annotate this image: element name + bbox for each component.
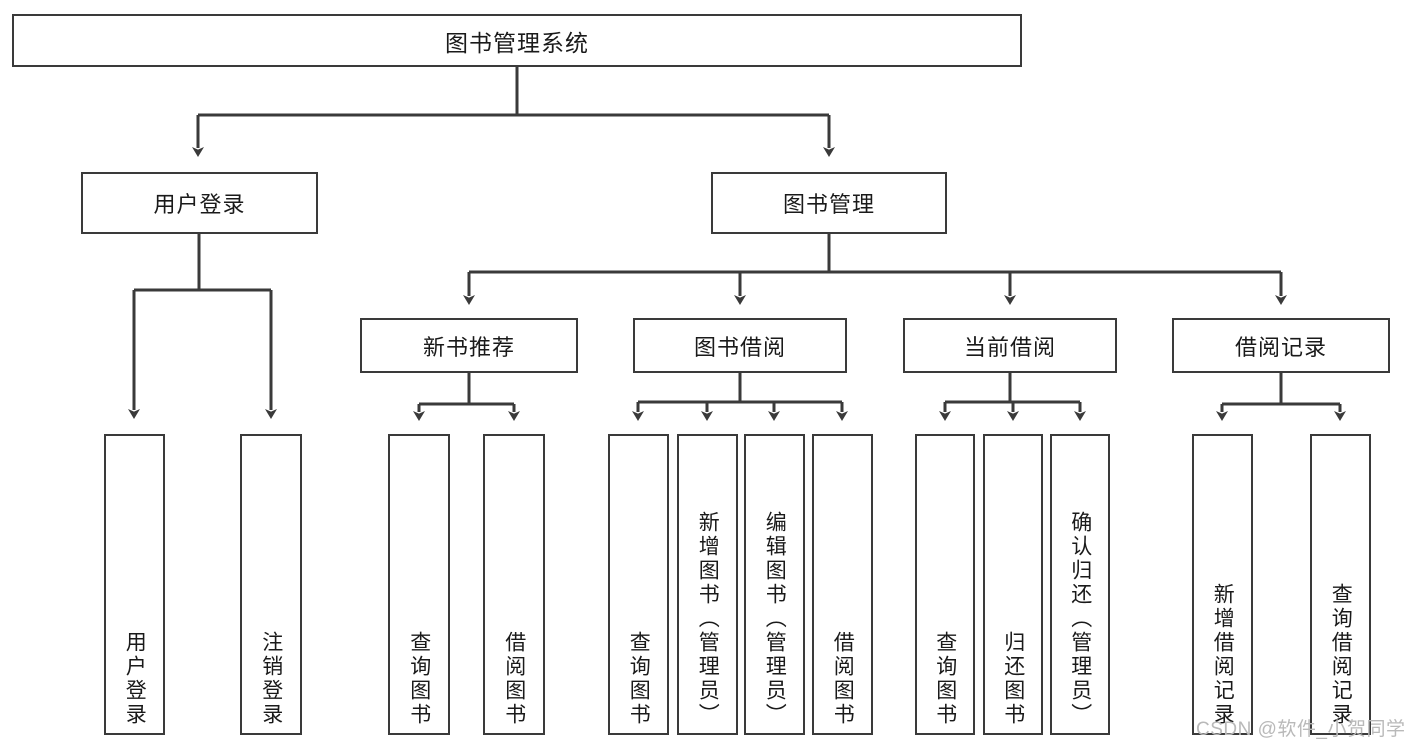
leaf-edit-book-admin[interactable]: 编辑图书（管理员） [744, 434, 805, 735]
leaf-label: 归还图书 [1001, 631, 1025, 727]
leaf-label: 编辑图书（管理员） [763, 511, 787, 727]
node-current-borrow[interactable]: 当前借阅 [903, 318, 1117, 373]
node-label: 图书管理系统 [445, 29, 589, 56]
node-borrow-record[interactable]: 借阅记录 [1172, 318, 1390, 373]
leaf-label: 借阅图书 [831, 631, 855, 727]
leaf-label: 确认归还（管理员） [1068, 511, 1092, 727]
leaf-borrow-book[interactable]: 借阅图书 [812, 434, 873, 735]
leaf-confirm-return-admin[interactable]: 确认归还（管理员） [1050, 434, 1110, 735]
node-user-login[interactable]: 用户登录 [81, 172, 318, 234]
leaf-logout[interactable]: 注销登录 [240, 434, 302, 735]
leaf-return-book[interactable]: 归还图书 [983, 434, 1043, 735]
leaf-label: 注销登录 [259, 631, 283, 727]
leaf-query-borrow-record[interactable]: 查询借阅记录 [1310, 434, 1371, 735]
node-label: 图书管理 [782, 192, 875, 217]
leaf-borrow-book-recommend[interactable]: 借阅图书 [483, 434, 545, 735]
leaf-query-book-borrow[interactable]: 查询图书 [608, 434, 669, 735]
node-root-system[interactable]: 图书管理系统 [12, 14, 1022, 67]
csdn-watermark: CSDN @软件_小贺同学 [1196, 719, 1405, 740]
leaf-label: 新增借阅记录 [1211, 583, 1235, 727]
leaf-label: 查询借阅记录 [1329, 583, 1353, 727]
leaf-query-book-recommend[interactable]: 查询图书 [388, 434, 450, 735]
leaf-label: 用户登录 [123, 631, 147, 727]
node-label: 用户登录 [153, 192, 246, 217]
node-book-borrow[interactable]: 图书借阅 [633, 318, 847, 373]
leaf-add-borrow-record[interactable]: 新增借阅记录 [1192, 434, 1253, 735]
node-label: 借阅记录 [1234, 334, 1327, 360]
node-label: 图书借阅 [693, 334, 786, 360]
node-book-management[interactable]: 图书管理 [711, 172, 947, 234]
leaf-label: 查询图书 [933, 631, 957, 727]
node-label: 新书推荐 [422, 334, 515, 360]
node-label: 当前借阅 [963, 334, 1056, 360]
leaf-label: 借阅图书 [502, 631, 526, 727]
leaf-query-book-current[interactable]: 查询图书 [915, 434, 975, 735]
leaf-label: 查询图书 [407, 631, 431, 727]
leaf-add-book-admin[interactable]: 新增图书（管理员） [677, 434, 738, 735]
leaf-label: 新增图书（管理员） [696, 511, 720, 727]
leaf-label: 查询图书 [627, 631, 651, 727]
node-new-book-recommend[interactable]: 新书推荐 [360, 318, 578, 373]
leaf-user-login[interactable]: 用户登录 [104, 434, 165, 735]
